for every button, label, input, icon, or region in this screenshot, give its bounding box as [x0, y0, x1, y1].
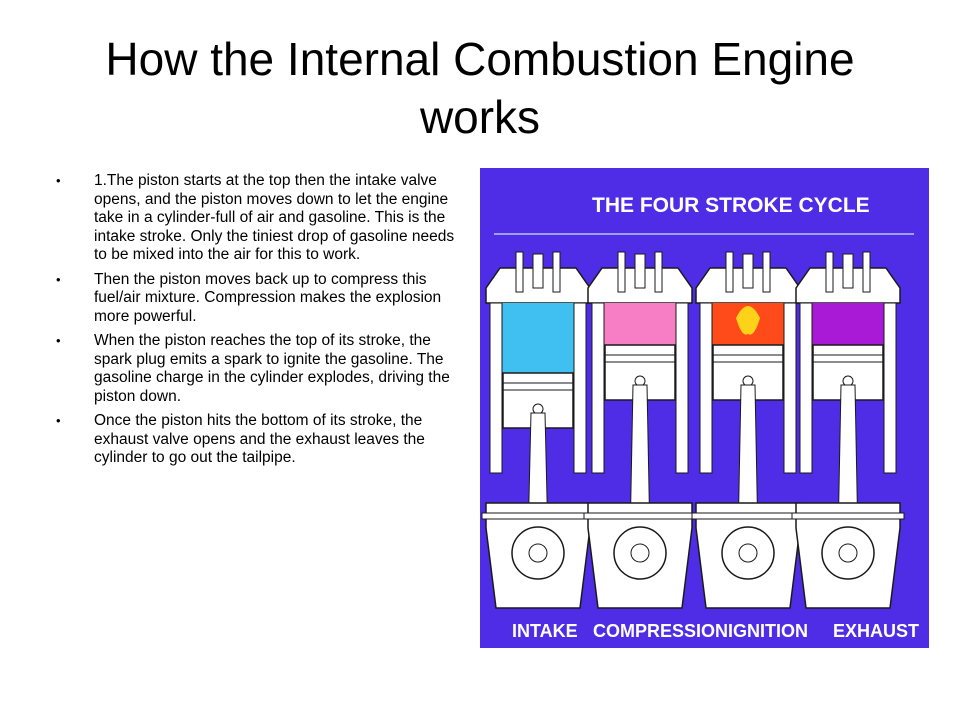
crankcase-flange-compression	[583, 512, 697, 520]
label-exhaust: EXHAUST	[833, 621, 919, 641]
crank-journal-exhaust	[838, 543, 858, 563]
crank-journal-intake	[528, 543, 548, 563]
spark-plug-exhaust	[842, 253, 854, 289]
cylinder-wall-right-intake	[573, 302, 587, 474]
diagram-heading: THE FOUR STROKE CYCLE	[592, 194, 870, 217]
spark-plug-compression	[634, 253, 646, 289]
bullet-list: 1.The piston starts at the top then the …	[56, 172, 466, 474]
bullet-exhaust: Once the piston hits the bottom of its s…	[56, 412, 466, 468]
label-intake: INTAKE	[512, 621, 578, 641]
bullet-intake: 1.The piston starts at the top then the …	[56, 172, 466, 265]
crankcase-flange-intake	[481, 512, 595, 520]
label-compression: COMPRESSION	[593, 621, 728, 641]
label-ignition: IGNITION	[728, 621, 808, 641]
bullet-ignition: When the piston reaches the top of its s…	[56, 332, 466, 406]
spark-plug-intake	[532, 253, 544, 289]
valve-left-compression	[617, 251, 626, 293]
slide-title: How the Internal Combustion Engine works	[105, 33, 855, 143]
valve-left-intake	[515, 251, 524, 293]
spark-flame-ignition	[736, 306, 760, 335]
crankcase-flange-ignition	[691, 512, 805, 520]
engine-ignition	[691, 251, 805, 609]
valve-right-compression	[654, 251, 663, 293]
charge-compression	[604, 303, 676, 345]
crankcase-flange-exhaust	[791, 512, 905, 520]
engine-intake	[481, 251, 595, 609]
cylinder-wall-left-exhaust	[799, 302, 813, 474]
valve-right-exhaust	[862, 251, 871, 293]
valve-left-exhaust	[825, 251, 834, 293]
cylinder-wall-left-compression	[591, 302, 605, 474]
crank-journal-compression	[630, 543, 650, 563]
cylinder-wall-right-compression	[675, 302, 689, 474]
engine-compression	[583, 251, 697, 609]
four-stroke-diagram: THE FOUR STROKE CYCLE INTAKE COMPRESSION…	[480, 168, 929, 648]
valve-right-intake	[552, 251, 561, 293]
cylinder-wall-left-intake	[489, 302, 503, 474]
valve-right-ignition	[762, 251, 771, 293]
charge-intake	[502, 303, 574, 373]
spark-plug-ignition	[742, 253, 754, 289]
cylinder-wall-right-ignition	[783, 302, 797, 474]
four-stroke-illustration: THE FOUR STROKE CYCLE INTAKE COMPRESSION…	[480, 168, 929, 648]
cylinder-wall-left-ignition	[699, 302, 713, 474]
valve-left-ignition	[725, 251, 734, 293]
engine-exhaust	[791, 251, 905, 609]
charge-exhaust	[812, 303, 884, 345]
crank-journal-ignition	[738, 543, 758, 563]
cylinder-wall-right-exhaust	[883, 302, 897, 474]
bullet-compression: Then the piston moves back up to compres…	[56, 271, 466, 327]
